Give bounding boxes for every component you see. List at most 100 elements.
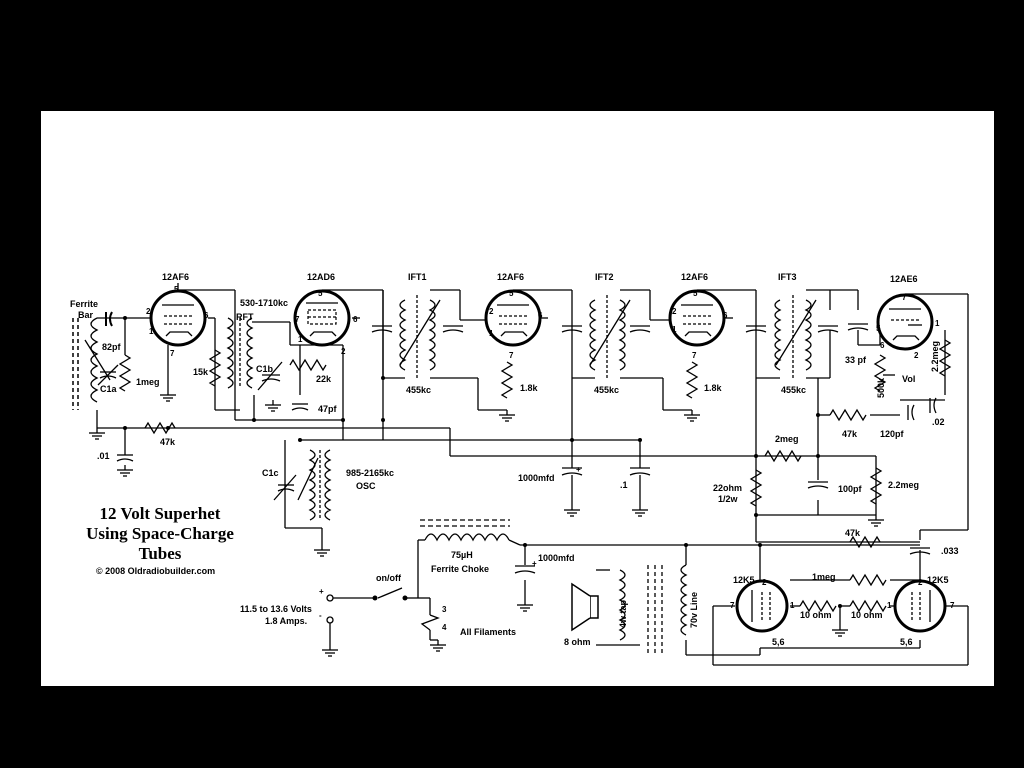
diagram-title: 12 Volt Superhet Using Space-Charge Tube… [60,504,260,564]
svg-text:6: 6 [538,311,543,320]
tube-rf-12af6 [149,289,207,347]
capacitor-1000mfd-filter [514,565,536,574]
rf-transformer [226,317,254,389]
volume-potentiometer [873,354,887,392]
svg-text:7: 7 [902,293,907,302]
label-2meg: 2meg [775,434,799,444]
label-22ohm: 22ohm [713,483,742,493]
label-amps: 1.8 Amps. [265,616,307,626]
title-line-1: 12 Volt Superhet [99,504,221,523]
capacitor-120pf [907,404,915,421]
svg-text:+: + [319,587,324,596]
tube-label-converter: 12AD6 [307,272,335,282]
resistor-10ohm-a [799,599,837,613]
svg-text:5: 5 [876,324,881,333]
svg-text:-: - [319,611,322,620]
label-82pf: 82pf [102,342,122,352]
label-osc: OSC [356,481,376,491]
label-500k: 500k [876,377,886,398]
label-2-2meg-a: 2.2meg [888,480,919,490]
tube-if2-12af6 [668,289,726,347]
label-455kc-3: 455kc [781,385,806,395]
label-33pf: 33 pf [845,355,867,365]
resistor-22k [289,358,327,372]
pin-numbers: 52 61 7 57 61 2 52 61 7 52 61 7 75 16 2 … [146,285,955,632]
capacitor-033 [909,547,931,555]
svg-text:1: 1 [298,335,303,344]
component-labels: 12AF6 12AD6 12AF6 12AF6 12AE6 12K5 12K5 … [70,272,959,647]
svg-text:6: 6 [880,341,885,350]
label-ift1: IFT1 [408,272,427,282]
resistor-2-2meg-b [938,339,952,377]
label-1-8k-2: 1.8k [704,383,723,393]
label-47k-c: 47k [845,528,861,538]
label-10ohm-a: 10 ohm [800,610,832,620]
svg-text:7: 7 [509,351,514,360]
label-1000mfd-1: 1000mfd [518,473,555,483]
svg-text:+: + [576,465,581,474]
title-line-2: Using Space-Charge [86,524,234,543]
label-985-2165kc: 985-2165kc [346,468,394,478]
svg-text:1: 1 [672,325,677,334]
svg-text:2: 2 [762,578,767,587]
resistor-1meg-feedback [849,573,887,587]
svg-text:3: 3 [442,605,447,614]
tube-label-if1: 12AF6 [497,272,524,282]
label-ferrite-choke: Ferrite Choke [431,564,489,574]
output-transformer [618,564,688,655]
svg-text:1: 1 [489,329,494,338]
label-ferrite: Ferrite [70,299,98,309]
svg-text:1: 1 [149,327,154,336]
tube-label-if2: 12AF6 [681,272,708,282]
tube-label-output-right: 12K5 [927,575,949,585]
variable-capacitor-c1a [97,364,119,386]
label-volts: 11.5 to 13.6 Volts [240,604,312,614]
svg-text:7: 7 [170,349,175,358]
label-455kc-2: 455kc [594,385,619,395]
capacitor-47pf [291,403,309,411]
label-1meg-b: 1meg [812,572,836,582]
label-47k-a: 47k [160,437,176,447]
label-10ohm-b: 10 ohm [851,610,883,620]
svg-text:2: 2 [146,307,151,316]
resistor-47k-grid [144,421,176,435]
label-ift3: IFT3 [778,272,797,282]
label-c1a: C1a [100,384,118,394]
label-100pf: 100pf [838,484,863,494]
svg-text:5: 5 [509,289,514,298]
svg-text:1: 1 [790,601,795,610]
label-1000mfd-2: 1000mfd [538,553,575,563]
label-47pf: 47pf [318,404,338,414]
resistor-2meg [764,449,802,463]
svg-text:6: 6 [204,311,209,320]
label-5-6-a: 5,6 [772,637,785,647]
label-c1c: C1c [262,468,279,478]
label-530-1710kc: 530-1710kc [240,298,288,308]
svg-text:6: 6 [353,315,358,324]
label-bar: Bar [78,310,94,320]
svg-text:1: 1 [935,319,940,328]
resistor-22ohm [749,469,763,507]
svg-text:1: 1 [887,601,892,610]
label-c1b: C1b [256,364,274,374]
ift3-transformer [745,295,839,380]
svg-text:6: 6 [723,311,728,320]
label-47k-b: 47k [842,429,858,439]
ferrite-choke [420,519,521,546]
resistor-47k-feedback [849,535,881,549]
capacitor-02 [929,397,937,414]
oscillator-coil [284,440,332,545]
tube-if1-12af6 [484,289,542,347]
speaker [571,582,599,632]
label-75uh: 75µH [451,550,473,560]
resistor-1-8k-if2 [685,361,699,399]
label-all-filaments: All Filaments [460,627,516,637]
tube-label-rf: 12AF6 [162,272,189,282]
power-switch[interactable] [372,587,408,601]
svg-text:7: 7 [950,601,955,610]
label-02: .02 [932,417,945,427]
svg-text:2: 2 [489,307,494,316]
tube-detector-12ae6 [876,293,934,351]
label-on-off: on/off [376,573,402,583]
